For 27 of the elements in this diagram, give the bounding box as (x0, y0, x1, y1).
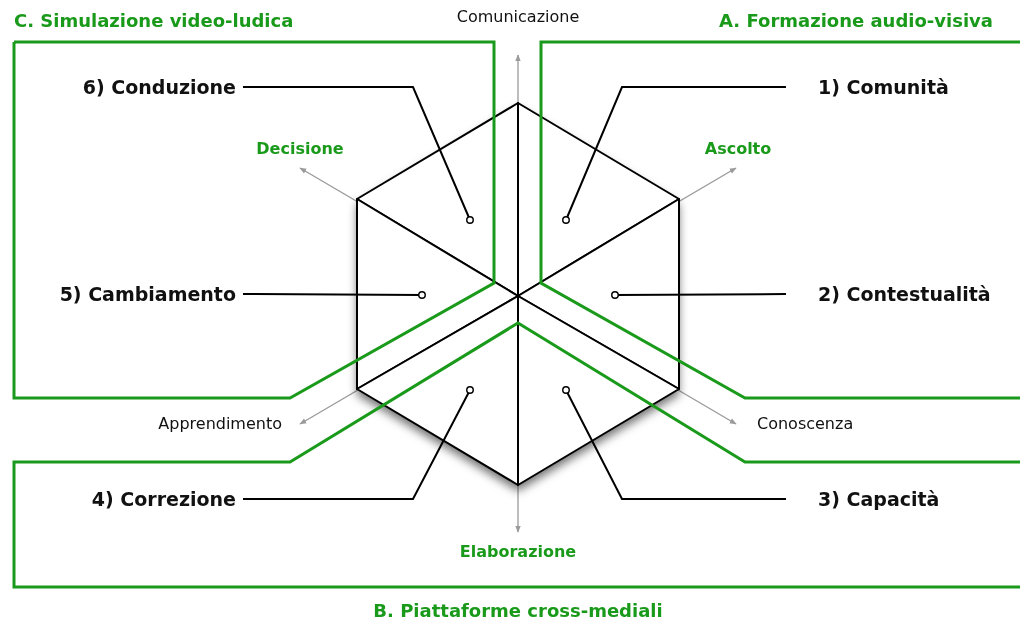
axis-label: Decisione (256, 139, 344, 159)
hexagon-segment (517, 198, 680, 390)
leader-line (562, 86, 787, 224)
hexagon-segment (356, 102, 519, 297)
item-label: 6) Conduzione (82, 76, 236, 99)
hexagon-segment (356, 295, 519, 486)
axis-label: Apprendimento (158, 414, 282, 434)
leader-line (562, 386, 787, 500)
axis-label: Elaborazione (459, 542, 577, 562)
hexagon-segment (517, 295, 680, 486)
item-label: 1) Comunità (818, 76, 949, 99)
leader-line (242, 86, 474, 224)
section-title: B. Piattaforme cross-mediali (373, 600, 663, 622)
hexagon-segment (517, 102, 680, 297)
axis-label: Conoscenza (757, 414, 854, 434)
section-title: C. Simulazione video-ludica (14, 10, 294, 32)
leader-line (611, 291, 787, 299)
leader-line (242, 386, 474, 500)
hexagon-segment (356, 198, 519, 390)
leader-line (242, 291, 426, 299)
section-title: A. Formazione audio-visiva (719, 10, 993, 32)
item-label: 4) Correzione (91, 488, 236, 511)
item-label: 3) Capacità (818, 488, 940, 511)
item-label: 2) Contestualità (818, 283, 991, 306)
axis-label: Ascolto (704, 139, 772, 159)
axis-label: Comunicazione (456, 7, 580, 27)
item-label: 5) Cambiamento (59, 283, 236, 306)
